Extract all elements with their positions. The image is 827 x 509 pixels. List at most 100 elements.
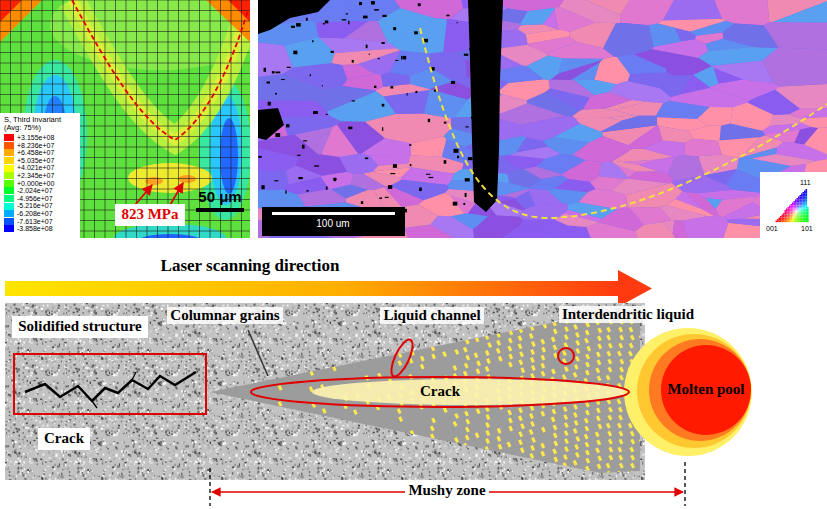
liquid-film [584,434,589,440]
liquid-film [584,426,589,432]
liquid-film [541,371,546,377]
ipf-cell [803,204,805,206]
liquid-film [520,367,525,373]
ipf-cell [801,195,803,197]
ipf-cell [804,195,806,197]
liquid-film [619,367,624,373]
ipf-cell [779,221,781,223]
liquid-film [496,332,501,338]
unindexed-spot [325,20,328,23]
ipf-cell [806,209,808,211]
legend-row: -6.208e+07 [4,210,53,218]
mesh-line [0,63,250,64]
liquid-film [618,431,623,437]
ipf-cell [788,207,790,209]
ipf-cell [801,198,803,200]
columnar-grains [210,313,640,473]
unindexed-spot [363,16,368,19]
ipf-cell [794,210,796,212]
ipf-cell [797,203,799,205]
liquid-film [564,422,569,428]
ipf-cell [783,213,785,215]
ebsd-ground [258,0,827,238]
ipf-cell [791,209,793,211]
molten-pool-ring [649,339,751,441]
ipf-cell [801,221,803,223]
ipf-cell [806,206,808,208]
unindexed-spot [306,18,308,21]
liquid-film [608,407,613,413]
ipf-cell [788,209,790,211]
ipf-cell [804,212,806,214]
legend-swatch [4,172,14,179]
liquid-film [529,413,534,419]
legend-swatch [4,142,14,149]
grain [498,199,525,211]
liquid-film [597,456,602,462]
ipf-cell [794,212,796,214]
mesh-line [178,0,179,238]
ipf-cell [792,216,794,218]
ipf-cell [788,210,790,212]
liquid-film [564,430,569,436]
ipf-cell [806,200,808,202]
unindexed-spot [393,164,397,168]
liquid-film [529,333,534,339]
ipf-cell [792,212,794,214]
ipf-cell [803,215,805,217]
ipf-cell [807,207,809,209]
legend-swatch [4,210,14,217]
unindexed-spot [346,13,348,14]
liquid-film [553,425,558,431]
ipf-cell [801,200,803,202]
ipf-cell [795,216,797,218]
ipf-cell [788,212,790,214]
legend-row: -3.858e+08 [4,225,53,233]
liquid-film [486,358,491,364]
ipf-cell [789,210,791,212]
mesh-line [115,0,116,238]
liquid-film [431,417,436,423]
liquid-film [464,363,469,369]
unindexed-spot [348,127,352,130]
zone-label: Mushy zone [405,482,488,499]
ipf-cell [798,203,800,205]
ipf-cell [783,215,785,217]
liquid-film [507,442,512,448]
ipf-cell [795,200,797,202]
liquid-film [618,327,623,333]
unindexed-spot [428,119,430,122]
liquid-film [563,454,568,460]
ipf-cell [783,216,785,218]
legend-value: +2.345e+07 [17,172,54,180]
grain [663,0,722,21]
grain [527,55,563,80]
ipf-cell [801,213,803,215]
liquid-film [585,330,590,336]
ipf-cell [792,215,794,217]
liquid-film [454,437,459,443]
liquid-film [476,368,481,374]
liquid-film [564,366,569,372]
grain [543,10,558,30]
grain [685,139,722,157]
liquid-film [531,341,536,347]
ipf-cell [801,197,803,199]
unindexed-spot [331,51,334,53]
grain [381,73,410,87]
legend-swatch [4,225,14,232]
unindexed-spot [322,85,323,86]
liquid-film [485,438,490,444]
ipf-cell [800,212,802,214]
ipf-cell [794,216,796,218]
liquid-film [474,352,479,358]
ipf-cell [783,219,785,221]
unindexed-spot [264,68,266,72]
liquid-film [617,471,622,477]
ipf-cell [777,219,779,221]
liquid-film [463,443,468,449]
ipf-cell [801,204,803,206]
grain [575,118,622,132]
grain [659,126,694,143]
ipf-cell [807,210,809,212]
